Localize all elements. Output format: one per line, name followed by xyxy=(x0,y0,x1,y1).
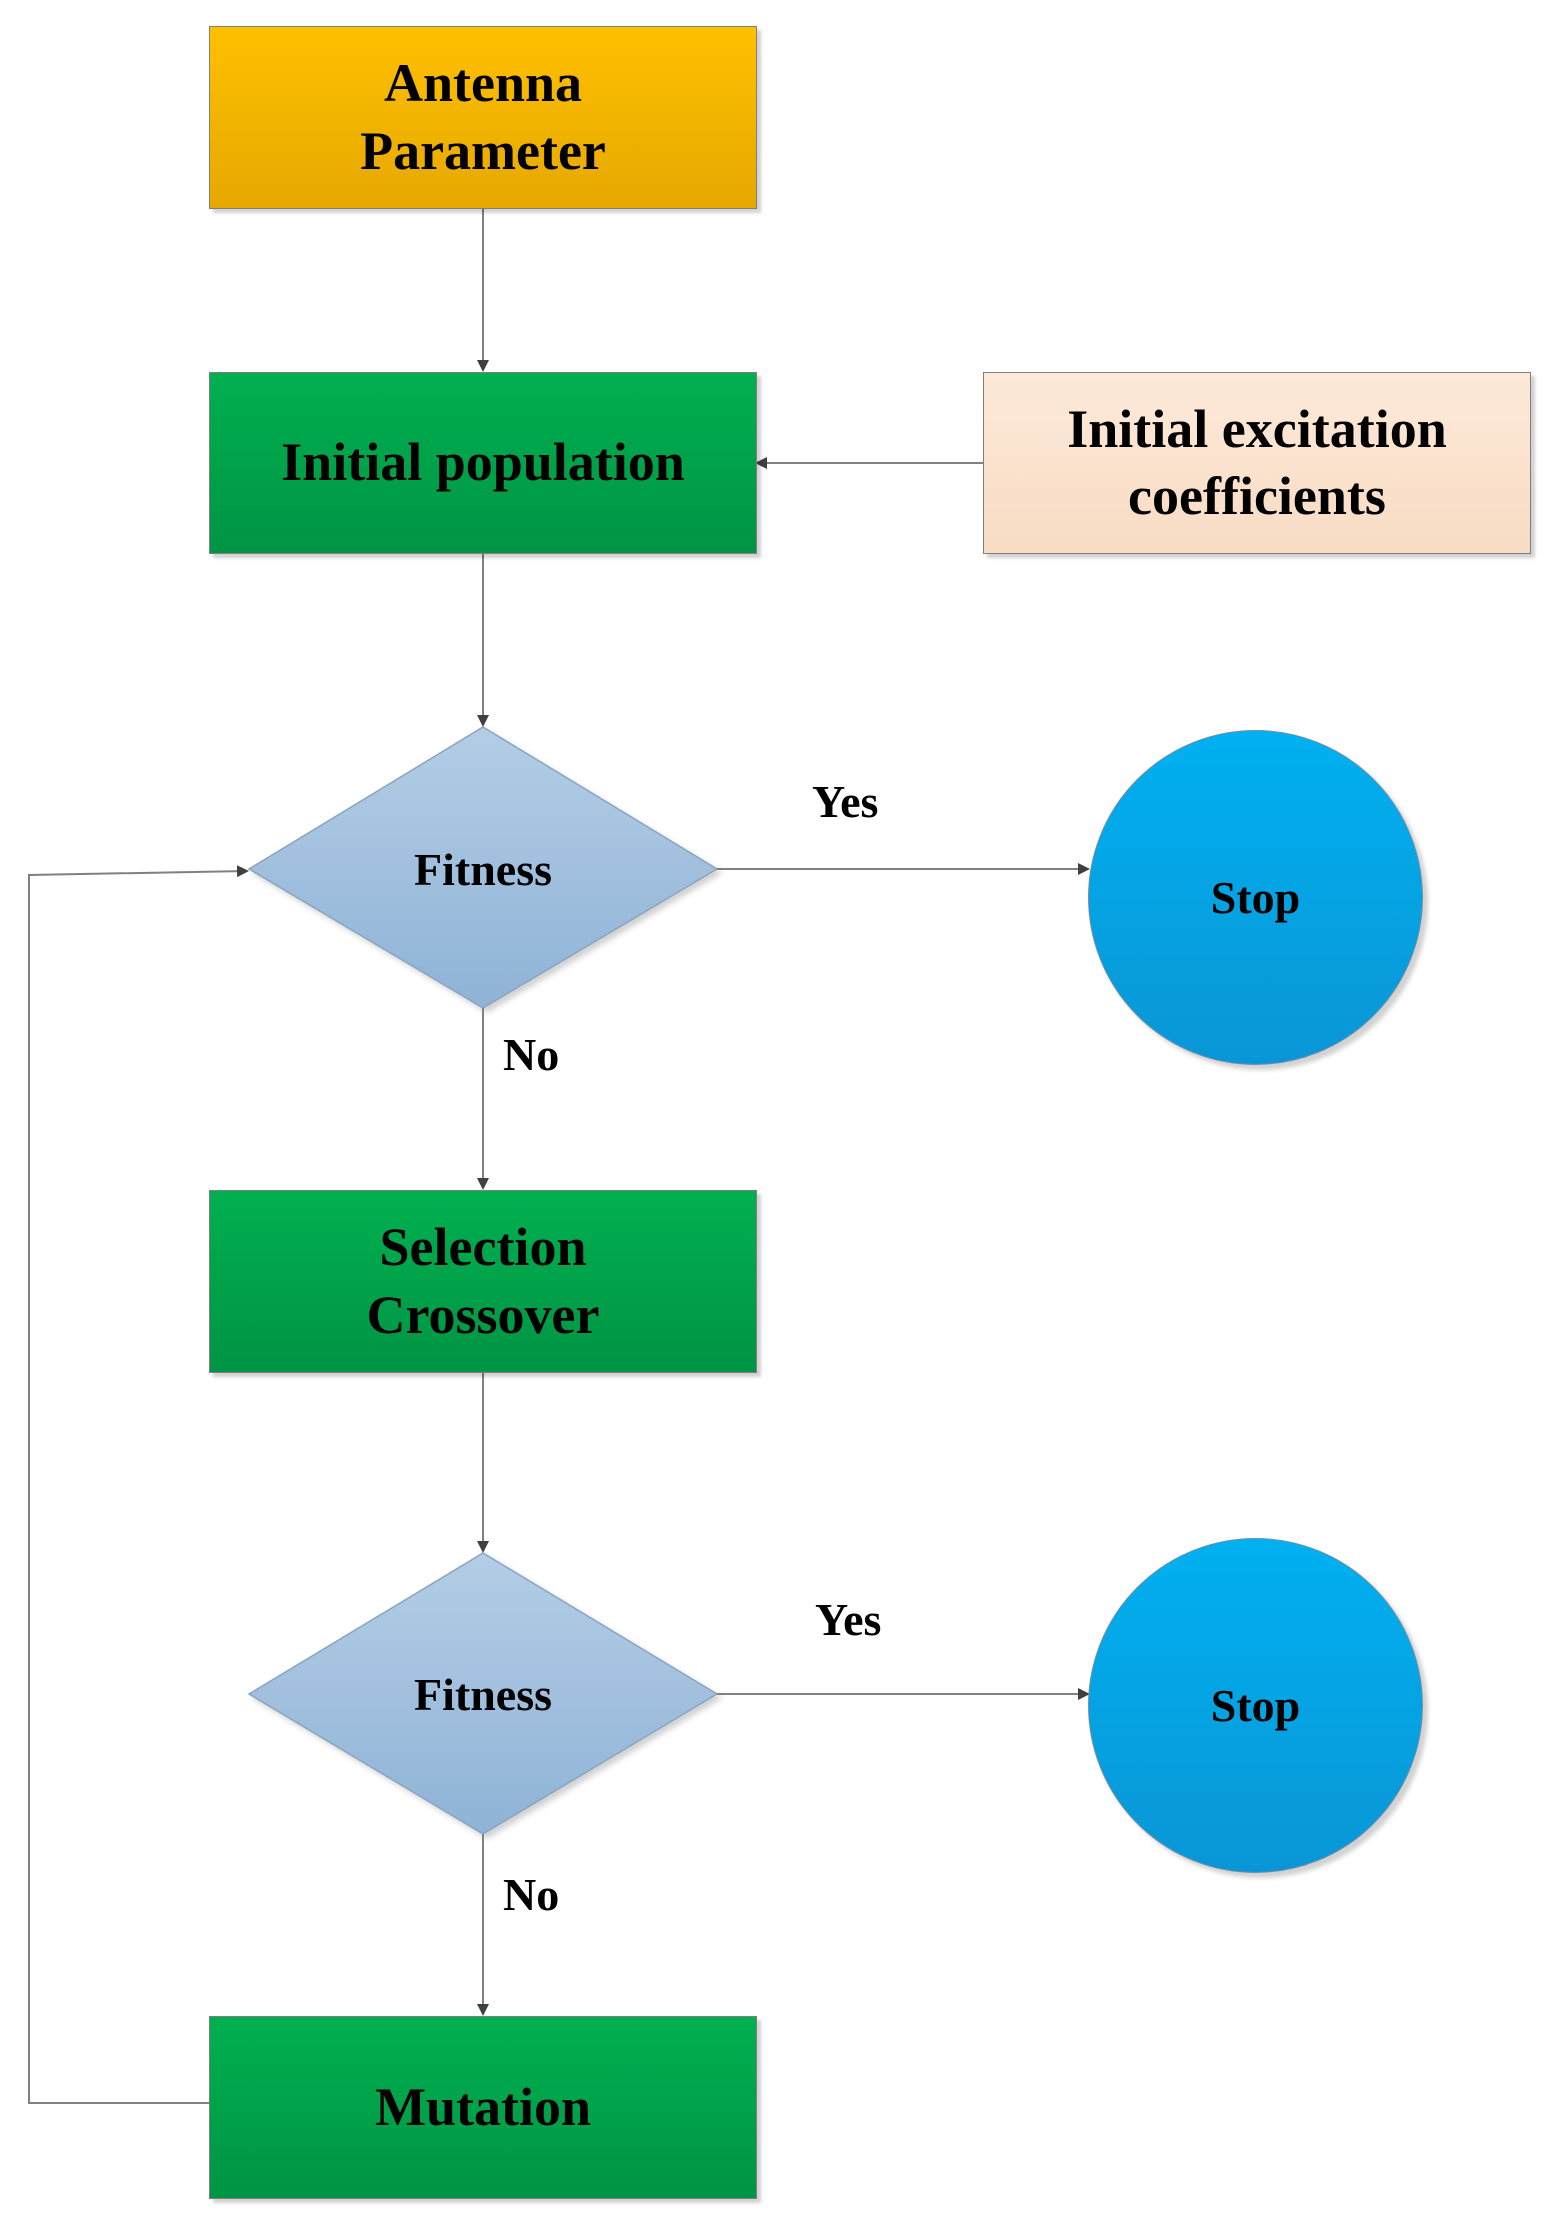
fitness-label-2: Fitness xyxy=(414,1668,552,1720)
no-label-1: No xyxy=(503,1029,560,1080)
antenna-parameter-line-2: Parameter xyxy=(360,120,606,181)
antenna-parameter-box: Antenna Parameter xyxy=(209,26,757,209)
initial-excitation-line-2: coefficients xyxy=(1128,466,1386,526)
initial-excitation-line-1: Initial excitation xyxy=(1067,398,1447,459)
antenna-parameter-line-1: Antenna xyxy=(383,53,583,113)
selection-crossover-line-1: Selection xyxy=(379,1217,587,1277)
fitness-label-1: Fitness xyxy=(414,843,552,895)
no-label-2: No xyxy=(503,1869,560,1920)
selection-crossover-line-2: Crossover xyxy=(366,1284,600,1345)
initial-population-label: Initial population xyxy=(281,432,685,493)
selection-crossover-box: Selection Crossover xyxy=(209,1190,757,1373)
mutation-box: Mutation xyxy=(209,2016,757,2199)
mutation-label: Mutation xyxy=(375,2076,591,2137)
initial-population-box: Initial population xyxy=(209,372,757,554)
yes-label-2: Yes xyxy=(815,1594,882,1645)
stop-circle-1: Stop xyxy=(1088,730,1423,1065)
stop-label-2: Stop xyxy=(1210,1679,1301,1731)
yes-label-1: Yes xyxy=(812,776,879,827)
initial-excitation-box: Initial excitation coefficients xyxy=(983,372,1531,554)
stop-circle-2: Stop xyxy=(1088,1538,1423,1873)
edge-mutation-loop-back xyxy=(28,865,249,2104)
stop-label-1: Stop xyxy=(1210,871,1301,923)
